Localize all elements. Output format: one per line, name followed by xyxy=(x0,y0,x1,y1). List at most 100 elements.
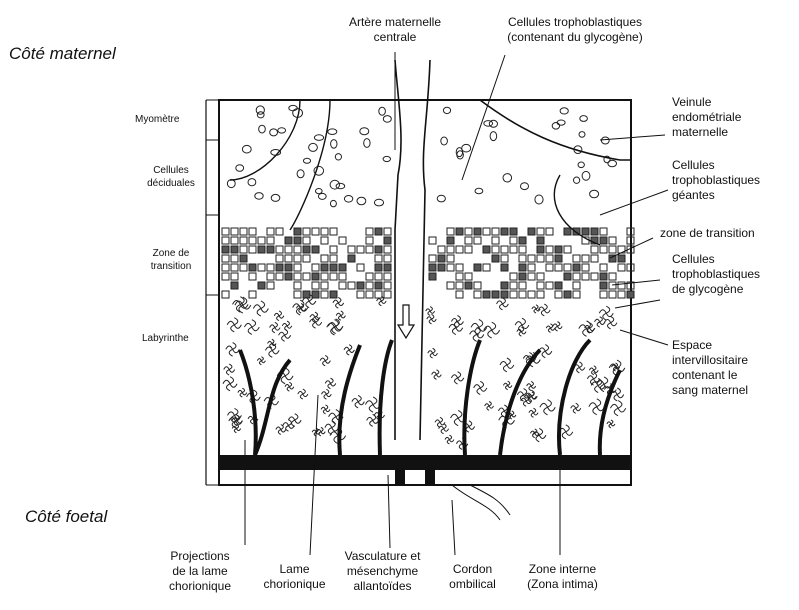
transition-cell xyxy=(447,228,454,235)
transition-cell xyxy=(429,237,436,244)
transition-cell xyxy=(366,273,373,280)
transition-cell xyxy=(222,228,229,235)
transition-cell xyxy=(240,228,247,235)
decidual-cell xyxy=(441,137,448,145)
transition-cell xyxy=(456,246,463,253)
labyrinth-cell xyxy=(274,311,284,321)
labyrinth-cell xyxy=(484,322,500,338)
labyrinth-cell xyxy=(500,358,514,372)
decidual-cell xyxy=(475,188,483,193)
labyrinth-cell xyxy=(432,370,442,380)
transition-cell xyxy=(555,291,562,298)
decidual-cell xyxy=(344,196,352,203)
transition-cell xyxy=(384,237,391,244)
transition-cell xyxy=(375,246,382,253)
transition-cell xyxy=(600,273,607,280)
transition-cell xyxy=(249,246,256,253)
fetal-side-heading: Côté foetal xyxy=(25,507,107,527)
transition-cell xyxy=(483,264,490,271)
labyrinth-cell xyxy=(533,428,546,441)
transition-cell xyxy=(447,255,454,262)
labyrinth-cell xyxy=(238,388,247,397)
labyrinth-cell xyxy=(527,381,536,390)
transition-cell xyxy=(555,246,562,253)
labyrinth-cell xyxy=(589,366,598,375)
transition-cell xyxy=(285,237,292,244)
transition-cell xyxy=(600,246,607,253)
transition-cell xyxy=(618,282,625,289)
transition-cell xyxy=(231,282,238,289)
transition-cell xyxy=(600,291,607,298)
transition-cell xyxy=(303,291,310,298)
decidual-cell xyxy=(590,190,599,198)
transition-cell xyxy=(555,282,562,289)
transition-cell xyxy=(366,282,373,289)
label-trophoblast-glycogen: Cellules trophoblastiques (contenant du … xyxy=(475,15,675,45)
transition-cell xyxy=(456,264,463,271)
decidual-cell xyxy=(580,116,588,122)
transition-cell xyxy=(501,255,508,262)
transition-cell xyxy=(465,228,472,235)
labyrinth-cell xyxy=(352,395,364,407)
transition-cell xyxy=(357,291,364,298)
transition-cell xyxy=(537,291,544,298)
transition-cell xyxy=(366,237,373,244)
transition-cell xyxy=(573,273,580,280)
transition-cell xyxy=(573,282,580,289)
transition-cell xyxy=(330,255,337,262)
transition-cell xyxy=(492,291,499,298)
transition-cell xyxy=(231,237,238,244)
transition-cell xyxy=(258,282,265,289)
transition-cell xyxy=(573,264,580,271)
labyrinth-cell xyxy=(226,343,240,357)
transition-cell xyxy=(321,291,328,298)
chorionic-projections xyxy=(240,340,620,455)
transition-cell xyxy=(519,282,526,289)
labyrinth-cell xyxy=(607,420,615,428)
labyrinth-cell xyxy=(253,301,268,316)
transition-cell xyxy=(447,282,454,289)
transition-cell xyxy=(375,228,382,235)
labyrinth-cell xyxy=(285,382,294,391)
transition-cell xyxy=(501,282,508,289)
transition-cell xyxy=(366,228,373,235)
transition-cell xyxy=(294,291,301,298)
transition-cell xyxy=(330,246,337,253)
transition-cell xyxy=(222,291,229,298)
transition-cell xyxy=(267,228,274,235)
transition-cell xyxy=(222,255,229,262)
transition-cell xyxy=(447,246,454,253)
transition-cell xyxy=(294,255,301,262)
decidual-cell xyxy=(383,156,390,161)
labyrinth-cell xyxy=(540,400,555,415)
label-glycogen-trophoblast: Cellules trophoblastiques de glycogène xyxy=(672,252,760,297)
transition-cell xyxy=(618,264,625,271)
decidual-cell xyxy=(318,193,326,199)
decidual-cell xyxy=(574,177,580,183)
decidual-cell xyxy=(364,139,370,148)
transition-cell xyxy=(366,246,373,253)
transition-cell xyxy=(591,255,598,262)
decidual-cell xyxy=(437,195,445,202)
transition-cell xyxy=(483,291,490,298)
transition-cell xyxy=(375,291,382,298)
transition-cell xyxy=(330,273,337,280)
transition-cell xyxy=(258,264,265,271)
labyrinth-cell xyxy=(270,322,281,333)
transition-cell xyxy=(537,273,544,280)
layer-myometre: Myomètre xyxy=(135,113,179,126)
transition-cell xyxy=(492,255,499,262)
labyrinth-cell xyxy=(428,348,438,358)
labyrinth-cell xyxy=(282,321,292,331)
transition-cell xyxy=(231,246,238,253)
transition-cell xyxy=(258,237,265,244)
decidual-cell xyxy=(259,125,266,133)
transition-cell xyxy=(294,246,301,253)
transition-cell xyxy=(546,255,553,262)
layer-transition-zone: Zone de transition xyxy=(140,247,202,273)
labyrinth-cell xyxy=(224,364,235,375)
labyrinth-cell xyxy=(451,316,463,328)
transition-cell xyxy=(339,237,346,244)
transition-cell xyxy=(222,246,229,253)
